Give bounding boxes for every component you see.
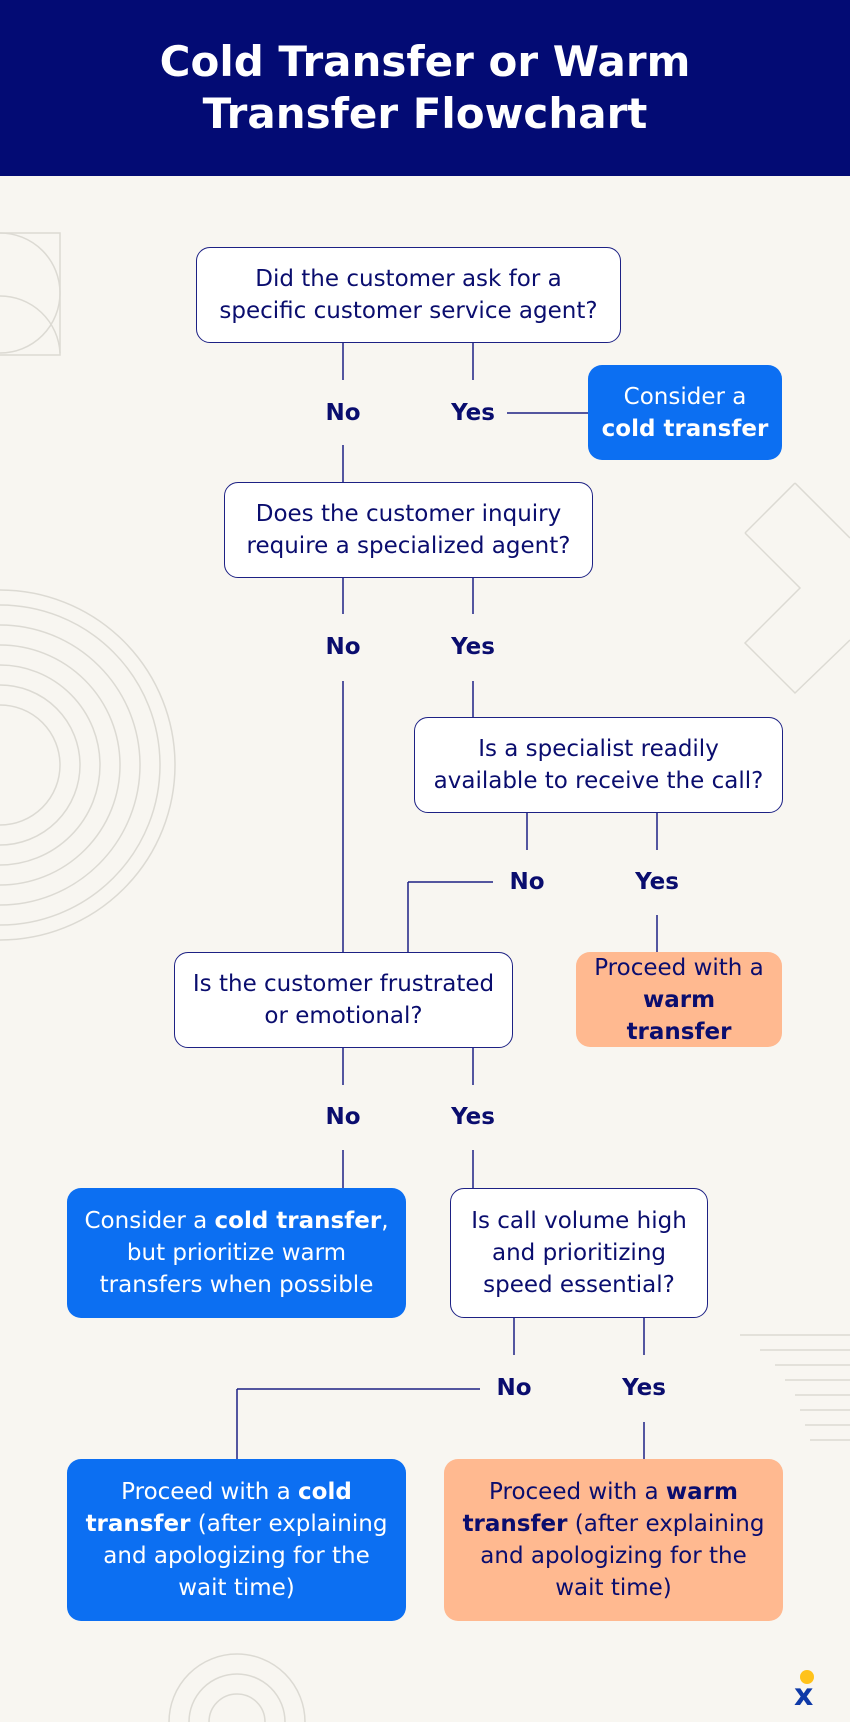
- question-text: Did the customer ask for a specific cust…: [219, 266, 598, 324]
- question-text: Is a specialist readily available to rec…: [433, 736, 764, 794]
- branch-label-no: No: [509, 869, 545, 895]
- branch-label-no: No: [325, 400, 361, 426]
- outcome-bold-text: cold transfer: [85, 1479, 352, 1537]
- page-title: Cold Transfer or Warm Transfer Flowchart: [159, 37, 691, 138]
- question-customer-frustrated: Is the customer frustrated or emotional?: [174, 952, 513, 1048]
- branch-label-yes: Yes: [622, 1375, 666, 1401]
- logo-x-glyph: x: [794, 1678, 814, 1713]
- branch-label-yes: Yes: [635, 869, 679, 895]
- outcome-text: Consider a: [623, 383, 747, 410]
- outcome-text-post: (after explaining and apologizing for th…: [480, 1511, 765, 1601]
- outcome-cold-transfer-1: Consider a cold transfer: [588, 365, 782, 460]
- question-customer-asked-agent: Did the customer ask for a specific cust…: [196, 247, 621, 343]
- branch-label-no: No: [325, 1104, 361, 1130]
- question-text: Is call volume high and prioritizing spe…: [471, 1208, 687, 1298]
- outcome-text: Proceed with a: [121, 1479, 291, 1505]
- outcome-bold-text: warm transfer: [626, 986, 732, 1045]
- logo-dot-icon: [800, 1670, 814, 1684]
- branch-label-no: No: [325, 634, 361, 660]
- outcome-warm-transfer-1: Proceed with a warm transfer: [576, 952, 782, 1047]
- outcome-cold-transfer-3: Proceed with a cold transfer (after expl…: [67, 1459, 406, 1621]
- question-specialized-agent: Does the customer inquiry require a spec…: [224, 482, 593, 578]
- outcome-cold-transfer-2: Consider a cold transfer, but prioritize…: [67, 1188, 406, 1318]
- outcome-text-post: , but prioritize warm transfers when pos…: [99, 1208, 389, 1298]
- branch-label-yes: Yes: [451, 400, 495, 426]
- header-banner: Cold Transfer or Warm Transfer Flowchart: [0, 0, 850, 176]
- question-text: Does the customer inquiry require a spec…: [246, 501, 571, 559]
- question-specialist-available: Is a specialist readily available to rec…: [414, 717, 783, 813]
- branch-label-yes: Yes: [451, 634, 495, 660]
- branch-label-yes: Yes: [451, 1104, 495, 1130]
- outcome-bold-text: warm transfer: [462, 1479, 738, 1537]
- outcome-text-post: (after explaining and apologizing for th…: [103, 1511, 388, 1601]
- outcome-bold-text: cold transfer: [601, 415, 769, 442]
- question-call-volume: Is call volume high and prioritizing spe…: [450, 1188, 708, 1318]
- outcome-text: Consider a: [84, 1208, 208, 1234]
- outcome-bold-text: cold transfer: [214, 1208, 382, 1234]
- outcome-warm-transfer-2: Proceed with a warm transfer (after expl…: [444, 1459, 783, 1621]
- outcome-text: Proceed with a: [594, 954, 764, 981]
- question-text: Is the customer frustrated or emotional?: [192, 971, 495, 1029]
- branch-label-no: No: [496, 1375, 532, 1401]
- outcome-text: Proceed with a: [489, 1479, 659, 1505]
